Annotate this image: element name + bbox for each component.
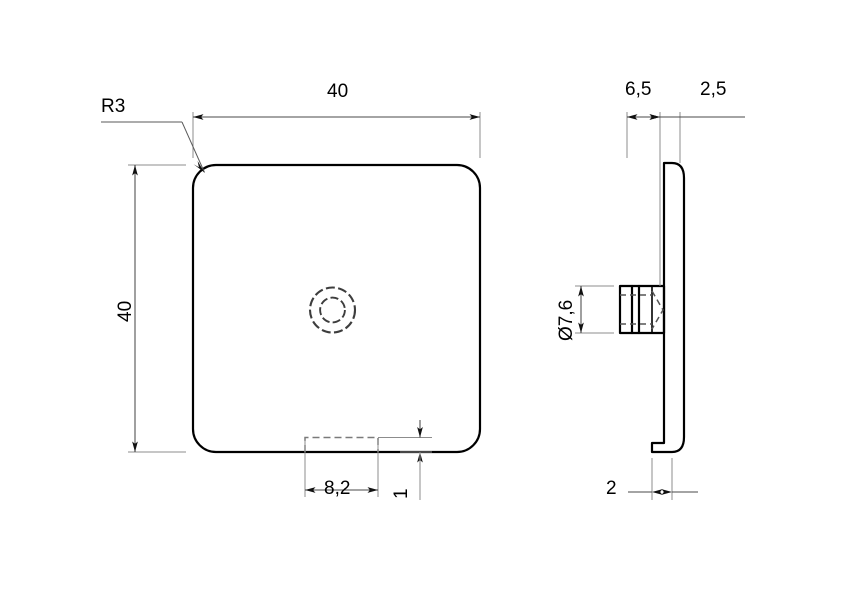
- label-height-40: 40: [115, 300, 136, 322]
- bottom-slot-hidden-outline: [304, 436, 379, 452]
- center-boss-outer-circle: [308, 286, 357, 334]
- leader-slant: [181, 121, 205, 173]
- dim-front-slot-width-8-2: [304, 440, 379, 497]
- label-r3: R3: [101, 96, 126, 117]
- leader-corner-radius-r3: [101, 121, 205, 173]
- side-boss-snap-point: [651, 290, 664, 330]
- front-view-geometry: [191, 163, 482, 454]
- center-boss-inner-circle: [319, 296, 346, 324]
- dim-side-boss-diameter: [575, 285, 614, 334]
- label-slot-8-2: 8,2: [324, 478, 351, 499]
- label-side-2: 2: [606, 478, 617, 499]
- label-side-6-5: 6,5: [625, 79, 652, 100]
- leader-arrowhead: [193, 161, 205, 173]
- dim-side-top-chain: [626, 112, 745, 286]
- front-outline-rounded-square: [191, 163, 482, 454]
- side-boss-block: [618, 284, 666, 335]
- dim-front-slot-depth-1: [378, 420, 432, 500]
- dim-front-width-40: [192, 112, 481, 158]
- dim-side-lip-2: [628, 458, 698, 500]
- label-side-2-5: 2,5: [700, 79, 727, 100]
- dim-front-height-40: [128, 164, 186, 453]
- label-diam-7-6: Ø7,6: [556, 299, 577, 341]
- label-slot-depth-1: 1: [391, 488, 412, 499]
- label-width-40: 40: [327, 81, 349, 102]
- side-plate-profile: [650, 161, 686, 454]
- side-view-geometry: [618, 161, 686, 454]
